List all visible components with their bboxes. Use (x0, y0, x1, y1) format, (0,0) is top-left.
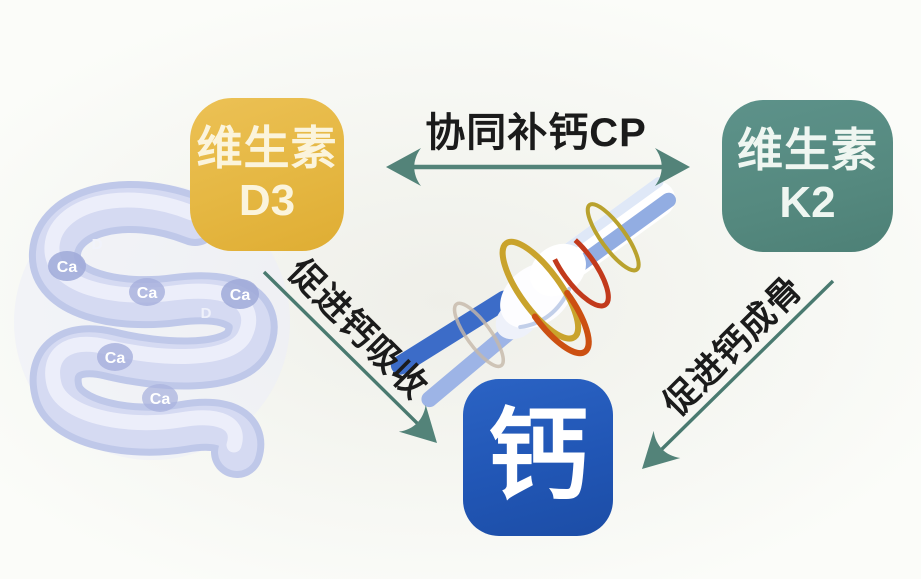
calcium-label: 钙 (488, 399, 588, 512)
vitamin-d-label: D (92, 236, 103, 253)
arrow-d3-to-calcium (262, 270, 451, 457)
strength-rings (452, 202, 641, 369)
arrow-synergy-double (386, 148, 690, 186)
relation-label-synergy: 协同补钙CP (425, 111, 647, 155)
node-vitamin-k2: 维生素 K2 (722, 100, 893, 252)
intestine-illustration: Ca Ca Ca Ca Ca D D (14, 181, 290, 478)
ring-gold-large (499, 238, 582, 342)
calcium-badge: Ca (142, 384, 178, 412)
ca-label: Ca (230, 287, 251, 304)
ca-label: Ca (150, 391, 171, 408)
vitamin-d3-label-line2: D3 (238, 176, 296, 226)
ca-label: Ca (105, 350, 126, 367)
vitamin-k2-label-line1: 维生素 (737, 123, 878, 176)
node-vitamin-d3: 维生素 D3 (190, 98, 344, 251)
calcium-badge: Ca (129, 278, 165, 306)
intestine-tube-highlight (44, 192, 257, 453)
calcium-badge: Ca (48, 251, 86, 281)
ca-label: Ca (137, 285, 158, 302)
arrow-k2-to-calcium (628, 279, 835, 483)
ring-orange-arc (531, 289, 592, 357)
vitamin-d3-label-line1: 维生素 (196, 122, 338, 175)
vitamin-d-label: D (201, 305, 212, 322)
ring-gold-small (585, 202, 641, 273)
ca-label: Ca (57, 259, 78, 276)
node-calcium: 钙 (463, 379, 613, 536)
calcium-badge: Ca (221, 279, 259, 309)
bone-lower-shafts (390, 290, 530, 408)
calcium-badge: Ca (97, 343, 133, 371)
ring-red-partial (545, 226, 611, 309)
vitamin-k2-label-line2: K2 (779, 177, 836, 227)
ring-faint (452, 301, 506, 369)
bone-joint-illustration (390, 177, 676, 408)
